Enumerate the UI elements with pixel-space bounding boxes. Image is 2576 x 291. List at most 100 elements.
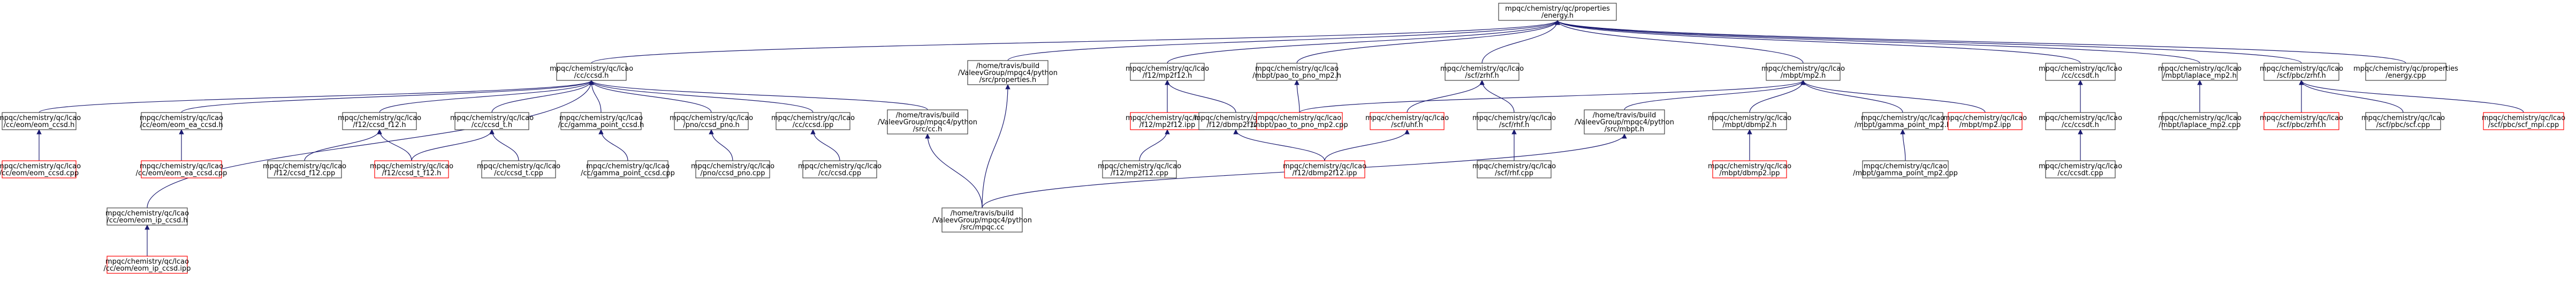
node-label-line: /cc/gamma_point_ccsd.h [558,121,644,129]
node-label-line: mpqc/chemistry/qc/lcao [450,114,534,122]
node-eom-cpp[interactable]: mpqc/chemistry/qc/lcao/cc/eom/eom_ccsd.c… [0,160,81,178]
include-edge [1165,80,1236,113]
node-label-line: mpqc/chemistry/qc/lcao [1761,65,1845,73]
node-pbc-zrhf-h[interactable]: mpqc/chemistry/qc/lcao/scf/pbc/zrhf.h [2260,112,2343,130]
node-label-line: /src/mpqc.cc [960,223,1004,232]
include-edge [1800,80,1903,113]
include-edge [1800,80,1986,113]
node-gp-ccsd-cpp[interactable]: mpqc/chemistry/qc/lcao/cc/gamma_point_cc… [581,160,675,178]
node-pbc-h[interactable]: mpqc/chemistry/qc/lcao/scf/pbc/zrhf.h [2260,63,2343,81]
node-label-line: mpqc/chemistry/qc/lcao [2039,65,2122,73]
node-box [141,160,222,178]
node-box [2365,63,2446,81]
node-label-line: /scf/pbc/scf.cpp [2376,121,2430,129]
node-mp2-h[interactable]: mpqc/chemistry/qc/lcao/mbpt/mp2.h [1761,63,1845,81]
node-cc-py[interactable]: /home/travis/build/ValeevGroup/mpqc4/pyt… [878,109,977,135]
node-mp2-ipp[interactable]: mpqc/chemistry/qc/lcao/mbpt/mp2.ipp [1943,112,2027,130]
include-edge [39,80,594,113]
node-box [941,207,1023,233]
node-pao-cpp[interactable]: mpqc/chemistry/qc/lcao/mbpt/pao_to_pno_m… [1251,112,1348,130]
node-dbmp2f12-ipp[interactable]: mpqc/chemistry/qc/lcao/f12/dbmp2f12.ipp [1283,160,1366,178]
node-pbc-ipp[interactable]: mpqc/chemistry/qc/lcao/scf/pbc/scf_mpi.c… [2482,112,2565,130]
node-label-line: /scf/pbc/scf_mpi.cpp [2488,121,2559,129]
include-edge [2299,80,2404,113]
node-label-line: mpqc/chemistry/qc/lcao [1098,162,1181,170]
include-edge [1233,129,1325,161]
node-ccsdt-dep-h[interactable]: mpqc/chemistry/qc/lcao/cc/ccsd_t.h [450,112,534,130]
node-f12ccsd-cpp[interactable]: mpqc/chemistry/qc/lcao/f12/ccsd_f12.cpp [263,160,346,178]
node-mp2f12-cpp[interactable]: mpqc/chemistry/qc/lcao/f12/mp2f12.cpp [1098,160,1181,178]
node-label-line: /energy.cpp [2385,72,2426,80]
node-label-line: /f12/mp2f12.cpp [1111,169,1168,177]
node-label-line: mpqc/chemistry/qc/lcao [1943,114,2027,122]
node-pbc-cpp[interactable]: mpqc/chemistry/qc/lcao/scf/pbc/scf.cpp [2361,112,2445,130]
node-ccsd-h[interactable]: mpqc/chemistry/qc/lcao/cc/ccsd.h [550,63,633,81]
node-box [2162,63,2238,81]
node-prop-py[interactable]: /home/travis/build/ValeevGroup/mpqc4/pyt… [958,60,1058,85]
node-box [2263,112,2339,130]
node-zrhf-cpp[interactable]: mpqc/chemistry/qc/lcao/scf/rhf.cpp [1472,160,1556,178]
node-gp-mp2-cpp[interactable]: mpqc/chemistry/qc/lcao/mbpt/gamma_point_… [1853,160,1958,178]
node-label-line: mpqc/chemistry/qc/lcao [586,162,670,170]
node-ccsdt-cc-h[interactable]: mpqc/chemistry/qc/lcao/cc/ccsdt.h [2039,112,2122,130]
node-label-line: /cc/eom/eom_ccsd.h [4,121,75,129]
node-box [1862,160,1949,178]
node-eom-ea-h[interactable]: mpqc/chemistry/qc/lcao/cc/eom/eom_ea_ccs… [140,112,223,130]
node-dbmp2-h[interactable]: mpqc/chemistry/qc/lcao/mbpt/dbmp2.h [1708,112,1791,130]
node-uhf-h[interactable]: mpqc/chemistry/qc/lcao/scf/uhf.h [1365,112,1449,130]
node-dbmp2-ipp[interactable]: mpqc/chemistry/qc/lcao/mbpt/dbmp2.ipp [1708,160,1791,178]
node-pno-h[interactable]: mpqc/chemistry/qc/lcao/pno/ccsd_pno.h [670,112,753,130]
node-label-line: /cc/eom/eom_ip_ccsd.ipp [103,265,191,273]
node-ccsd-t-cpp[interactable]: mpqc/chemistry/qc/lcao/cc/ccsd_t.cpp [477,160,560,178]
node-gp-mp2-h[interactable]: mpqc/chemistry/qc/lcao/mbpt/gamma_point_… [1855,112,1951,130]
node-label-line: /f12/ccsd_f12.h [353,121,406,129]
node-label-line: /f12/ccsd_f12.cpp [274,169,336,177]
node-box [1445,63,1519,81]
node-label-line: /src/mbpt.h [1605,125,1644,133]
node-mbpt-py[interactable]: /home/travis/build/ValeevGroup/mpqc4/pyt… [1575,109,1674,135]
node-pno-cpp[interactable]: mpqc/chemistry/qc/lcao/pno/ccsd_pno.cpp [691,160,774,178]
node-box [2045,63,2116,81]
node-lap-h[interactable]: mpqc/chemistry/qc/lcao/mbpt/laplace_mp2.… [2158,63,2241,81]
node-pao-h[interactable]: mpqc/chemistry/qc/lcao/mbpt/pao_to_pno_m… [1252,63,1341,81]
node-label-line: mpqc/chemistry/qc/lcao [105,258,189,266]
node-energy-cpp[interactable]: mpqc/chemistry/qc/properties/energy.cpp [2353,63,2458,81]
node-box [2483,112,2564,130]
node-box [560,112,642,130]
include-edge [589,80,712,113]
node-box [2045,160,2116,178]
node-box [887,109,968,135]
node-mpqc-cc[interactable]: /home/travis/build/ValeevGroup/mpqc4/pyt… [932,207,1032,233]
node-box [1370,112,1445,130]
node-box [2263,63,2339,81]
node-zrhf-h[interactable]: mpqc/chemistry/qc/lcao/scf/rhf.h [1472,112,1556,130]
node-label-line: /scf/rhf.cpp [1495,169,1533,177]
node-label-line: mpqc/chemistry/qc/lcao [691,162,774,170]
node-ccsdt-cpp[interactable]: mpqc/chemistry/qc/lcao/cc/ccsdt.cpp [2039,160,2122,178]
node-eom-h[interactable]: mpqc/chemistry/qc/lcao/cc/eom/eom_ccsd.h [0,112,81,130]
include-edge [1296,20,1560,64]
node-label-line: /cc/eom/eom_ea_ccsd.cpp [136,169,227,177]
node-label-line: mpqc/chemistry/qc/lcao [105,210,189,218]
node-gp-ccsd-h[interactable]: mpqc/chemistry/qc/lcao/cc/gamma_point_cc… [558,112,644,130]
node-label-line: /mbpt/gamma_point_mp2.h [1855,121,1951,129]
node-ccsd-ipp[interactable]: mpqc/chemistry/qc/lcao/cc/ccsd.ipp [771,112,855,130]
node-label-line: mpqc/chemistry/qc/lcao [1440,65,1524,73]
node-eom-ip-h[interactable]: mpqc/chemistry/qc/lcao/cc/eom/eom_ip_ccs… [105,207,189,226]
node-label-line: mpqc/chemistry/qc/lcao [1126,65,1209,73]
include-edge [598,129,628,161]
node-label-line: /cc/gamma_point_ccsd.cpp [581,169,675,177]
node-f12-mp2f12-h[interactable]: mpqc/chemistry/qc/lcao/f12/mp2f12.h [1126,63,1209,81]
node-label-line: /f12/dbmp2f12.ipp [1293,169,1357,177]
node-f12ccsd-h[interactable]: mpqc/chemistry/qc/lcao/f12/ccsd_f12.h [338,112,421,130]
node-f12ccsd-t[interactable]: mpqc/chemistry/qc/lcao/f12/ccsd_t_f12.h [370,160,453,178]
node-eom-ea-cpp[interactable]: mpqc/chemistry/qc/lcao/cc/eom/eom_ea_ccs… [136,160,227,178]
node-label-line: /cc/eom/eom_ccsd.cpp [0,169,79,177]
node-scf-h[interactable]: mpqc/chemistry/qc/lcao/scf/zrhf.h [1440,63,1524,81]
node-lap-cpp[interactable]: mpqc/chemistry/qc/lcao/mbpt/laplace_mp2.… [2158,112,2241,130]
node-ccsdt-h[interactable]: mpqc/chemistry/qc/lcao/cc/ccsdt.h [2039,63,2122,81]
node-eom-ip-ipp[interactable]: mpqc/chemistry/qc/lcao/cc/eom/eom_ip_ccs… [103,256,191,274]
include-edge [1407,80,1485,113]
node-ccsd-cpp[interactable]: mpqc/chemistry/qc/lcao/cc/ccsd.cpp [798,160,882,178]
